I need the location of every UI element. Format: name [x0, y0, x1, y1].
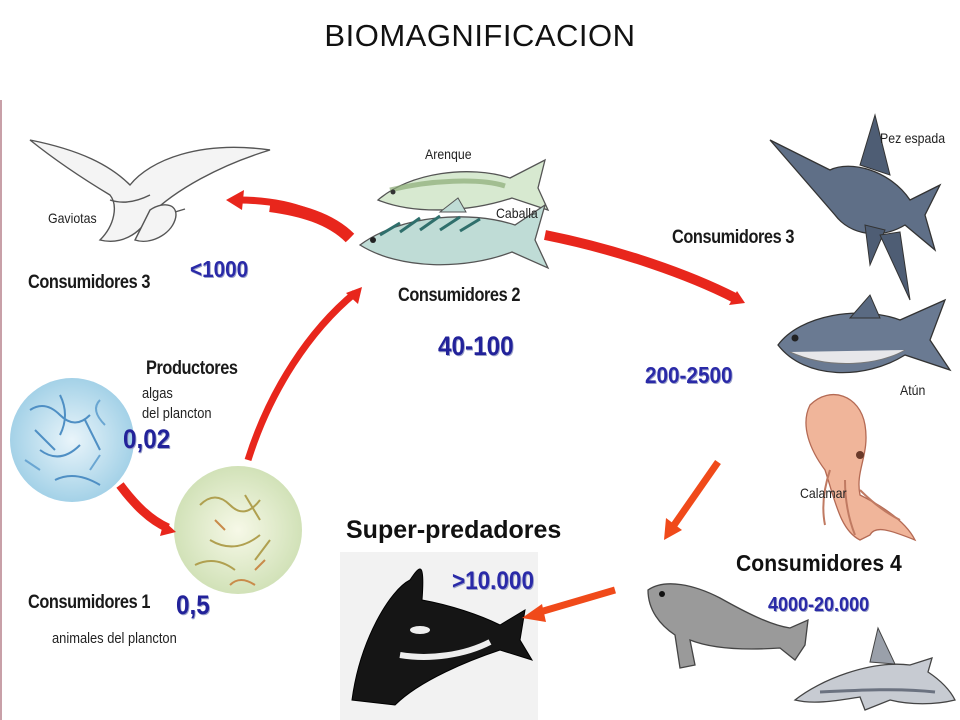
tuna-icon	[777, 294, 952, 374]
value-consumidores-3: 200-2500	[645, 362, 733, 388]
swordfish-icon	[769, 113, 942, 301]
species-arenque: Arenque	[425, 146, 472, 162]
species-caballa: Caballa	[496, 205, 538, 221]
species-atun: Atún	[900, 382, 926, 398]
arrow-to-c4	[664, 459, 721, 540]
desc-algas: algas	[142, 385, 173, 402]
species-pez-espada: Pez espada	[880, 130, 946, 146]
desc-animales-plancton: animales del plancton	[52, 630, 177, 647]
level-consumidores-3-left: Consumidores 3	[28, 272, 151, 293]
arrow-to-c3	[544, 230, 745, 305]
arrow-to-gulls	[226, 190, 355, 243]
squid-icon	[805, 394, 917, 542]
level-consumidores-2: Consumidores 2	[398, 285, 521, 306]
value-gaviotas: <1000	[190, 256, 249, 282]
value-super-predadores: >10.000	[452, 567, 534, 595]
value-consumidores-4: 4000-20.000	[768, 594, 870, 616]
value-productores: 0,02	[123, 424, 171, 454]
gull-icon	[29, 139, 271, 242]
value-consumidores-1: 0,5	[176, 590, 210, 620]
level-consumidores-4: Consumidores 4	[736, 550, 902, 576]
arrow-to-super	[522, 586, 616, 622]
herring-icon	[376, 158, 550, 212]
value-consumidores-2: 40-100	[438, 331, 514, 361]
arrow-to-c1	[116, 482, 176, 536]
mackerel-icon	[358, 197, 550, 270]
arrow-to-c2	[244, 287, 362, 462]
level-productores: Productores	[146, 358, 238, 379]
page-title: BIOMAGNIFICACION	[324, 18, 636, 53]
level-consumidores-1: Consumidores 1	[28, 592, 151, 613]
phytoplankton-icon	[10, 378, 134, 502]
seal-icon	[647, 583, 809, 669]
species-calamar: Calamar	[800, 485, 847, 501]
slide-edge	[0, 100, 2, 720]
level-consumidores-3-right: Consumidores 3	[672, 227, 795, 248]
dolphin-icon	[793, 626, 956, 711]
zooplankton-icon	[174, 466, 302, 594]
desc-del-plancton: del plancton	[142, 405, 212, 422]
orca-icon	[340, 552, 538, 720]
level-super-predadores: Super-predadores	[346, 516, 562, 544]
species-gaviotas: Gaviotas	[48, 210, 97, 226]
